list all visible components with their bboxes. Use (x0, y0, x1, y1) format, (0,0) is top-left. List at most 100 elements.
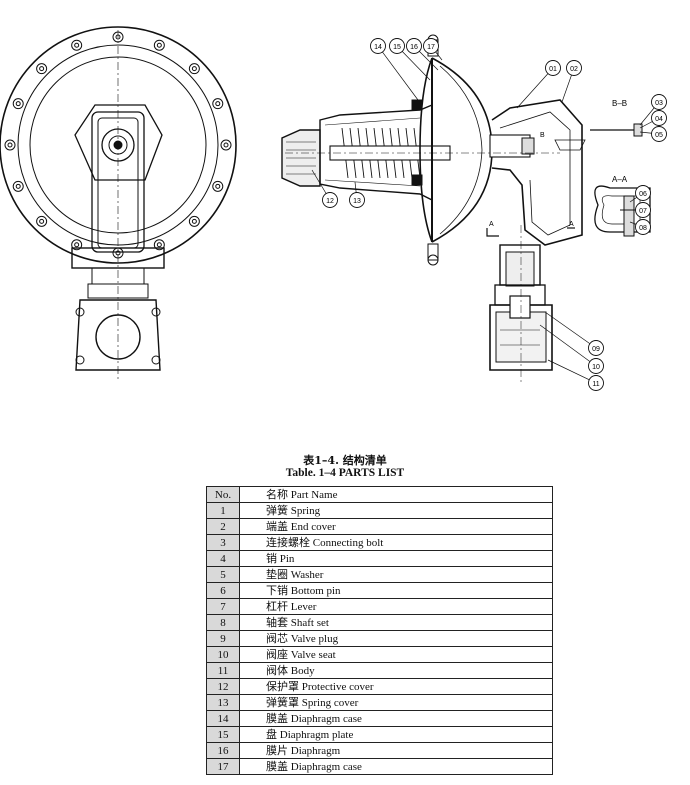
part-name: 膜盖 Diaphragm case (239, 710, 553, 727)
callout-01: 01 (516, 60, 561, 109)
part-number: 12 (206, 678, 240, 695)
part-number: 14 (206, 710, 240, 727)
svg-text:01: 01 (549, 66, 557, 73)
section-marker-a-right: A (569, 221, 574, 228)
part-name: 端盖 End cover (239, 518, 553, 535)
callout-12: 12 (311, 169, 338, 208)
callout-08: 08 (629, 219, 651, 235)
callout-labels: 01 02 03 04 05 06 07 08 09 10 11 12 13 14 15 16 17 (311, 38, 667, 391)
callout-13: 13 (349, 181, 365, 208)
svg-text:11: 11 (592, 381, 599, 388)
callout-17: 17 (423, 38, 443, 61)
part-number: 11 (206, 662, 240, 679)
svg-text:05: 05 (655, 132, 663, 139)
callout-10: 10 (539, 324, 604, 374)
callout-09: 09 (544, 311, 604, 356)
svg-text:16: 16 (410, 44, 418, 51)
svg-text:06: 06 (639, 191, 647, 198)
callout-03: 03 (639, 94, 667, 126)
svg-text:03: 03 (655, 100, 663, 107)
section-label-aa: A–A (612, 175, 628, 184)
svg-text:10: 10 (592, 364, 600, 371)
part-number: 15 (206, 726, 240, 743)
svg-text:13: 13 (353, 198, 361, 205)
callout-02: 02 (561, 60, 582, 103)
svg-text:17: 17 (427, 44, 435, 51)
part-name: 连接螺栓 Connecting bolt (239, 534, 553, 551)
part-number: 5 (206, 566, 240, 583)
callout-07: 07 (632, 202, 651, 218)
table-caption-chinese: 表1–4. 结构清单 (303, 454, 387, 467)
part-name: 阀体 Body (239, 662, 553, 679)
svg-text:15: 15 (393, 44, 401, 51)
callout-04: 04 (639, 110, 667, 129)
callout-11: 11 (547, 359, 604, 391)
part-number: 9 (206, 630, 240, 647)
regulator-drawing: 01 02 03 04 05 06 07 08 09 10 11 12 13 14 15 16 17 B–B A… (0, 26, 667, 391)
part-number: 17 (206, 758, 240, 775)
table-caption-english: Table. 1–4 PARTS LIST (285, 467, 405, 479)
part-name: 膜盖 Diaphragm case (239, 758, 553, 775)
front-view (0, 26, 237, 380)
part-name: 保护罩 Protective cover (239, 678, 553, 695)
svg-text:04: 04 (655, 116, 663, 123)
part-number: 10 (206, 646, 240, 663)
section-view (281, 34, 651, 385)
part-number: 3 (206, 534, 240, 551)
callout-05: 05 (639, 126, 667, 142)
part-number: 4 (206, 550, 240, 567)
part-name: 轴套 Shaft set (239, 614, 553, 631)
part-number: 7 (206, 598, 240, 615)
part-number: 1 (206, 502, 240, 519)
part-name: 下销 Bottom pin (239, 582, 553, 599)
svg-text:09: 09 (592, 346, 600, 353)
callout-06: 06 (629, 185, 651, 203)
svg-text:07: 07 (639, 208, 647, 215)
table-header-row: No. 名称 Part Name (206, 486, 553, 503)
part-number: 8 (206, 614, 240, 631)
svg-text:12: 12 (326, 198, 334, 205)
callout-16: 16 (406, 38, 439, 71)
part-name: 杠杆 Lever (239, 598, 553, 615)
part-number: 2 (206, 518, 240, 535)
part-name: 销 Pin (239, 550, 553, 567)
part-number: 13 (206, 694, 240, 711)
svg-text:08: 08 (639, 225, 647, 232)
callout-14: 14 (370, 38, 419, 101)
part-name: 阀芯 Valve plug (239, 630, 553, 647)
svg-text:02: 02 (570, 66, 578, 73)
header-part-name: 名称 Part Name (239, 486, 553, 503)
svg-text:14: 14 (374, 44, 382, 51)
section-marker-b: B (540, 132, 545, 139)
part-name: 垫圈 Washer (239, 566, 553, 583)
part-name: 弹簧 Spring (239, 502, 553, 519)
header-no: No. (206, 486, 240, 503)
callout-15: 15 (389, 38, 431, 81)
part-number: 6 (206, 582, 240, 599)
part-number: 16 (206, 742, 240, 759)
part-name: 膜片 Diaphragm (239, 742, 553, 759)
part-name: 弹簧罩 Spring cover (239, 694, 553, 711)
section-marker-a-left: A (489, 221, 494, 228)
section-label-bb: B–B (612, 99, 627, 108)
part-name: 阀座 Valve seat (239, 646, 553, 663)
